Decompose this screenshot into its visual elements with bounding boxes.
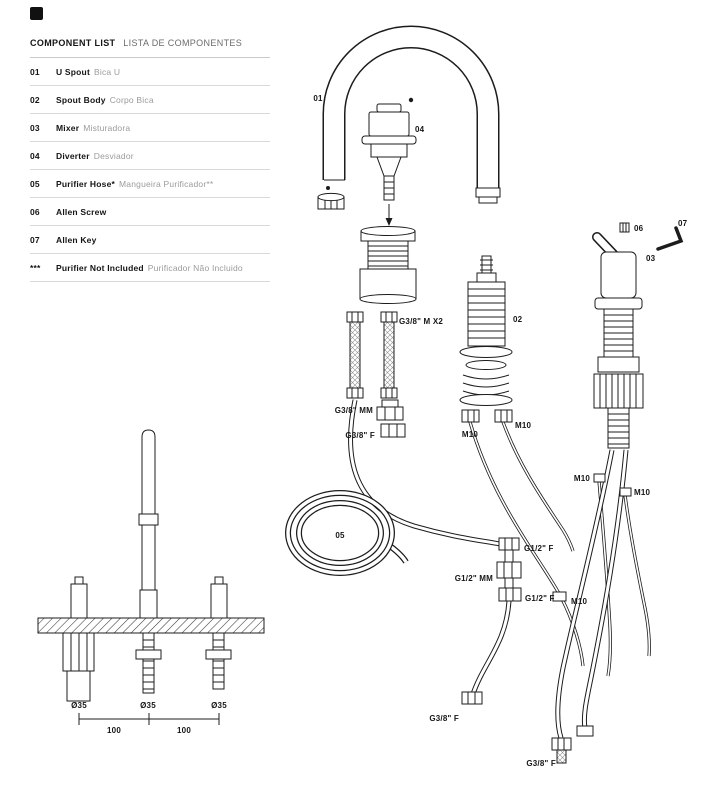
component-name-pt: Desviador (93, 151, 134, 161)
part-label-07: 07 (678, 219, 688, 228)
allen-key-part (656, 226, 684, 251)
part-label-06: 06 (634, 224, 644, 233)
component-row: 05 Purifier Hose* Mangueira Purificador*… (30, 170, 270, 198)
dim-label-hole-left: Ø35 (71, 701, 87, 710)
allen-screw-part (619, 222, 630, 233)
hoses-and-studs (348, 399, 651, 739)
brand-logo (30, 7, 43, 20)
component-number: 03 (30, 123, 40, 133)
thread-label-g38-mm: G3/8" MM (335, 406, 373, 415)
component-list-title-en: COMPONENT LIST (30, 38, 116, 48)
part-label-01: 01 (313, 94, 323, 103)
component-name-pt: Corpo Bica (109, 95, 154, 105)
dim-label-hole-right: Ø35 (211, 701, 227, 710)
thread-label-g12-mm: G1/2" MM (455, 574, 493, 583)
component-name-pt: Bica U (93, 67, 121, 77)
component-name-en: Diverter (56, 151, 90, 161)
part-label-04: 04 (415, 125, 425, 134)
thread-label-m10-stud-left: M10 (574, 474, 591, 483)
component-row: 01 U Spout Bica U (30, 58, 270, 86)
mixer-part (592, 232, 644, 449)
thread-label-m10-mid: M10 (571, 597, 588, 606)
component-name-en: Spout Body (56, 95, 106, 105)
component-row: 06 Allen Screw (30, 198, 270, 226)
diverter-part (361, 97, 417, 226)
braided-hose-right (380, 311, 398, 399)
dimension-line (78, 713, 220, 725)
component-name-pt: Misturadora (83, 123, 131, 133)
component-name-pt: Purificador Não Incluido (147, 263, 243, 273)
braided-hose-left (346, 311, 364, 399)
component-name-pt: Mangueira Purificador** (119, 179, 214, 189)
component-row: 07 Allen Key (30, 226, 270, 254)
purifier-body-part (459, 255, 513, 423)
thread-label-g38-m-x2: G3/8" M X2 (399, 317, 443, 326)
thread-label-g38-f-bottom-left: G3/8" F (429, 714, 459, 723)
part-label-02: 02 (513, 315, 523, 324)
u-spout-part (322, 25, 501, 204)
m10-nuts (552, 473, 632, 602)
dim-label-hole-center: Ø35 (140, 701, 156, 710)
thread-label-m10-right: M10 (515, 421, 532, 430)
spout-body-part (359, 226, 417, 304)
aerator-ring-part (317, 186, 345, 210)
installation-drawing (37, 429, 265, 725)
g12-fitting-stack (496, 537, 522, 602)
component-list-title-pt: LISTA DE COMPONENTES (123, 38, 243, 48)
part-label-05: 05 (335, 531, 345, 540)
component-number: 02 (30, 95, 40, 105)
thread-label-m10-stud-right: M10 (634, 488, 651, 497)
component-list-title: COMPONENT LIST LISTA DE COMPONENTES (30, 38, 270, 58)
diagram-labels: 01 04 02 03 05 06 07 G3/8" M X2 G3/8" MM… (71, 94, 688, 768)
component-name-en: Purifier Not Included (56, 263, 144, 273)
component-name-en: Purifier Hose* (56, 179, 116, 189)
component-number: 01 (30, 67, 40, 77)
bottom-left-fitting (461, 691, 483, 705)
component-name-en: Mixer (56, 123, 80, 133)
g38-adapters (376, 399, 406, 438)
thread-label-g12-f-lower: G1/2" F (525, 594, 555, 603)
bottom-right-fitting (551, 725, 594, 764)
component-number: *** (30, 263, 41, 273)
component-name-en: Allen Screw (56, 207, 107, 217)
component-number: 05 (30, 179, 40, 189)
component-list: COMPONENT LIST LISTA DE COMPONENTES 01 U… (30, 38, 270, 282)
thread-label-m10-left: M10 (462, 430, 479, 439)
thread-label-g12-f-upper: G1/2" F (524, 544, 554, 553)
component-number: 04 (30, 151, 40, 161)
part-label-03: 03 (646, 254, 656, 263)
component-row: 03 Mixer Misturadora (30, 114, 270, 142)
component-name-en: U Spout (56, 67, 90, 77)
component-row: *** Purifier Not Included Purificador Nã… (30, 254, 270, 282)
down-arrow-icon (385, 218, 393, 226)
thread-label-g38-f-bottom-right: G3/8" F (526, 759, 556, 768)
component-number: 07 (30, 235, 40, 245)
component-row: 02 Spout Body Corpo Bica (30, 86, 270, 114)
thread-label-g38-f-top: G3/8" F (345, 431, 375, 440)
component-row: 04 Diverter Desviador (30, 142, 270, 170)
purifier-hose-coil (285, 490, 409, 576)
dim-label-span-left: 100 (107, 726, 121, 735)
component-number: 06 (30, 207, 40, 217)
dim-label-span-right: 100 (177, 726, 191, 735)
component-name-en: Allen Key (56, 235, 97, 245)
